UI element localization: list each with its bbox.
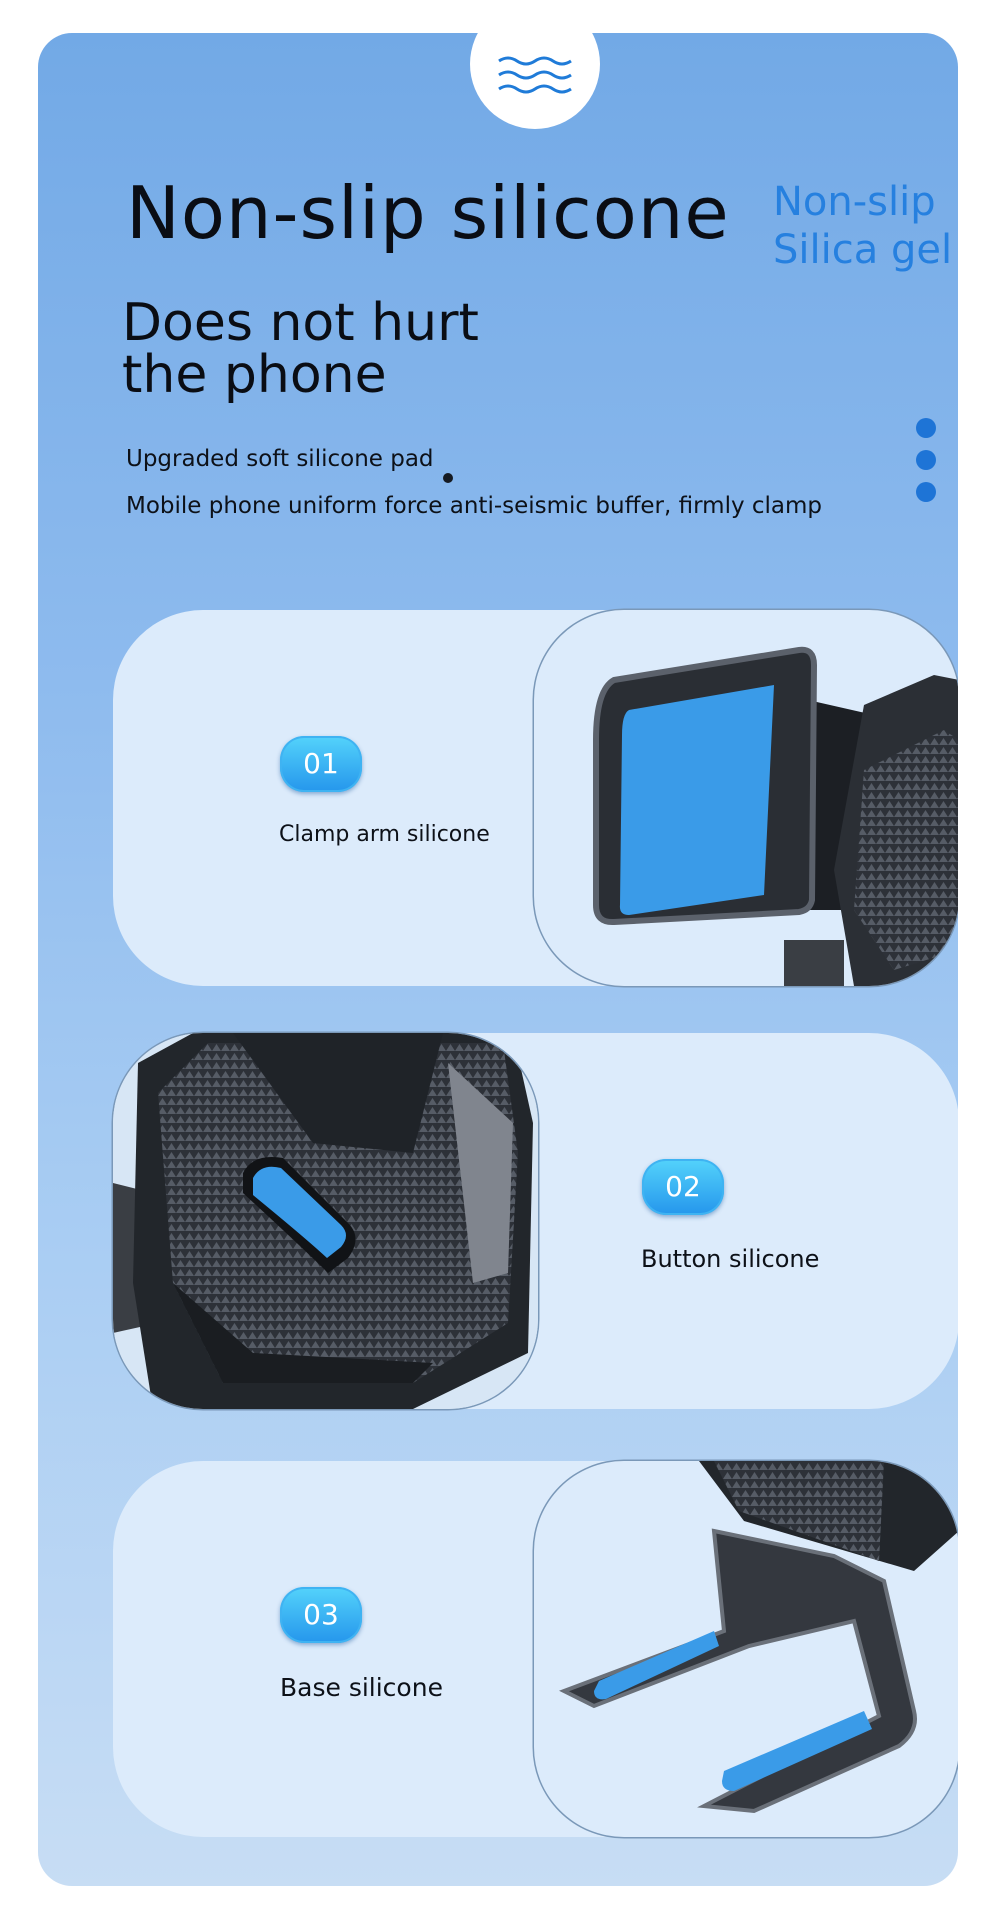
side-label-line1: Non-slip: [773, 179, 936, 225]
description-line1: Upgraded soft silicone pad: [126, 446, 434, 472]
page-title: Non-slip silicone: [126, 171, 730, 255]
wave-badge: [470, 33, 600, 129]
wave-icon: [498, 56, 572, 94]
indicator-dot: [916, 418, 936, 438]
subtitle-line2: the phone: [122, 345, 387, 405]
feature-card-base: 03 Base silicone: [113, 1461, 958, 1837]
description-line2: Mobile phone uniform force anti-seismic …: [126, 493, 823, 519]
main-panel: Non-slip silicone Non-slip Silica gel Do…: [38, 33, 958, 1886]
feature-card-button: 02 Button silicone: [113, 1033, 958, 1409]
clamp-arm-photo: [534, 610, 958, 986]
indicator-dot: [916, 450, 936, 470]
feature-label: Clamp arm silicone: [279, 822, 490, 847]
feature-label: Base silicone: [280, 1673, 443, 1702]
feature-label: Button silicone: [641, 1245, 820, 1273]
subtitle-line1: Does not hurt: [122, 293, 479, 353]
subtitle: Does not hurt the phone: [122, 297, 542, 401]
indicator-dot: [916, 482, 936, 502]
side-label: Non-slip Silica gel: [773, 178, 958, 274]
feature-card-clamp-arm: 01 Clamp arm silicone: [113, 610, 958, 986]
feature-number-badge: 02: [642, 1159, 724, 1215]
decorative-speck: [443, 473, 453, 483]
side-label-line2: Silica gel: [773, 227, 953, 273]
feature-number-badge: 03: [280, 1587, 362, 1643]
feature-number-badge: 01: [280, 736, 362, 792]
base-photo: [534, 1461, 958, 1837]
button-photo: [113, 1033, 538, 1409]
